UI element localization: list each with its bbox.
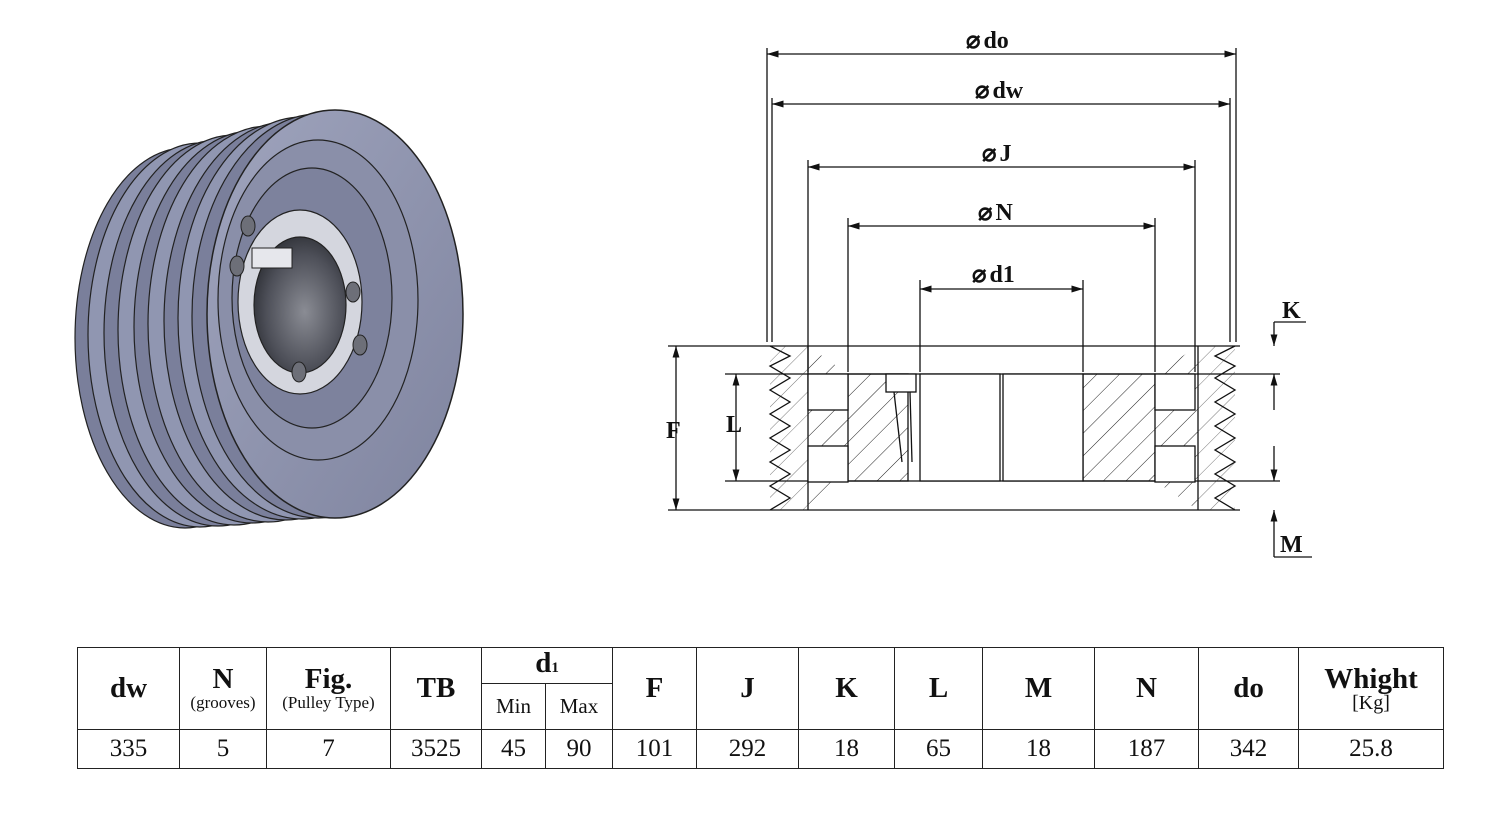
cell-n: 187 [1094,728,1200,770]
header-weight: Whight[Kg] [1298,647,1445,730]
spec-table: dw N(grooves) Fig.(Pulley Type) TB d1 F … [77,646,1445,770]
cell-d1-max: 90 [544,728,614,770]
pulley-3d-render [74,109,464,529]
header-f: F [612,647,698,730]
header-d1: d1 [480,646,614,685]
cell-d1-min: 45 [481,728,546,770]
cell-m: 18 [982,728,1096,770]
cell-tb: 3525 [390,728,482,770]
cell-n-grooves: 5 [179,728,267,770]
label-f: F [666,418,681,444]
cell-dw: 335 [77,728,180,770]
header-m: M [982,647,1096,730]
label-diameter-dw: ⌀dw [975,78,1024,104]
header-fig: Fig.(Pulley Type) [266,647,391,730]
header-tb: TB [390,647,482,730]
cell-j: 292 [696,728,800,770]
label-k: K [1282,298,1301,324]
cell-l: 65 [894,728,984,770]
label-diameter-n: ⌀N [978,200,1013,226]
bolt-holes [229,215,368,383]
cell-fig: 7 [266,728,391,770]
table-row: 335 5 7 3525 45 90 101 292 18 65 18 187 … [77,728,1445,770]
cross-section [668,48,1312,558]
header-row: dw N(grooves) Fig.(Pulley Type) TB d1 F … [77,646,1445,730]
header-n: N [1094,647,1200,730]
header-d1-min: Min [481,683,546,730]
header-k: K [798,647,896,730]
technical-drawing: ⌀do ⌀dw ⌀J ⌀N ⌀d1 K F L M [74,28,1312,558]
cell-f: 101 [612,728,698,770]
label-diameter-do: ⌀do [966,28,1009,54]
cell-k: 18 [798,728,896,770]
header-dw: dw [77,647,180,730]
label-l: L [726,412,742,438]
label-m: M [1280,532,1303,558]
header-l: L [894,647,984,730]
cell-do: 342 [1198,728,1300,770]
header-d1-max: Max [544,683,614,730]
header-do: do [1198,647,1300,730]
label-diameter-j: ⌀J [982,141,1011,167]
dimension-labels: ⌀do ⌀dw ⌀J ⌀N ⌀d1 K F L M [666,28,1303,558]
label-diameter-d1: ⌀d1 [972,262,1015,288]
header-j: J [696,647,800,730]
cell-weight: 25.8 [1298,728,1445,770]
header-n-grooves: N(grooves) [179,647,267,730]
